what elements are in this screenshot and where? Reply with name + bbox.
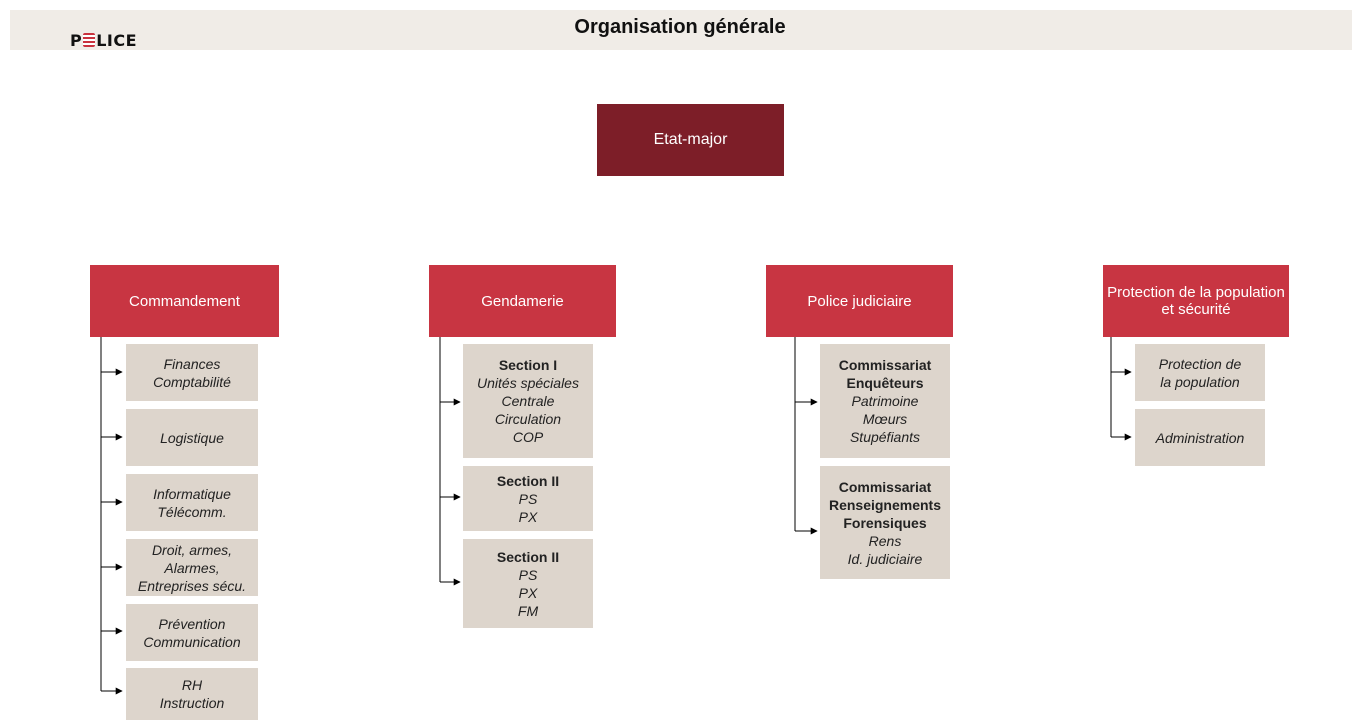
etat-major-box: Etat-major (597, 104, 784, 176)
unit-line: PX (518, 584, 538, 601)
unit-line: FM (517, 602, 539, 619)
unit-box: Administration (1135, 409, 1265, 466)
unit-line: Comptabilité (153, 373, 231, 390)
unit-box: RH Instruction (126, 668, 258, 720)
unit-line: Commissariat (838, 357, 932, 373)
page-title: Organisation générale (574, 16, 786, 38)
department-label: Commandement (129, 292, 240, 310)
unit-box: Logistique (126, 409, 258, 466)
department-label: Protection de la population et sécurité (1107, 284, 1285, 318)
unit-line: Instruction (159, 695, 225, 711)
unit-line: Id. judiciaire (847, 550, 923, 567)
commissariat-box: Commissariat Renseignements Forensiques … (820, 466, 950, 579)
unit-line: Centrale (501, 393, 555, 409)
police-logo: P LICE (70, 30, 137, 50)
unit-line: Enquêteurs (846, 375, 924, 391)
header-bar (10, 10, 1352, 50)
unit-line: Section II (496, 472, 560, 489)
unit-line: PX (518, 508, 538, 525)
unit-line: Forensiques (843, 514, 927, 531)
department-label: Gendamerie (481, 292, 564, 310)
department-commandement: Commandement (90, 265, 279, 337)
department-protection-securite: Protection de la population et sécurité (1103, 265, 1289, 337)
unit-box: Finances Comptabilité (126, 344, 258, 401)
unit-line: Finances (163, 355, 221, 372)
unit-line: RH (181, 677, 203, 693)
unit-line: Unités spéciales (477, 375, 579, 391)
unit-line: Rens (868, 532, 902, 549)
unit-line: Patrimoine (851, 393, 919, 409)
unit-line: la population (1160, 373, 1240, 390)
unit-line: PS (518, 566, 538, 583)
unit-line: Section II (496, 548, 560, 565)
logo-letter-p: P (70, 30, 83, 50)
unit-line: Communication (143, 633, 241, 650)
unit-box: Droit, armes, Alarmes, Entreprises sécu. (126, 539, 258, 596)
unit-line: Section I (498, 357, 558, 373)
unit-line: Télécomm. (157, 503, 227, 520)
unit-line: Stupéfiants (849, 429, 921, 445)
unit-line: Renseignements (828, 496, 942, 513)
logo-letters: LICE (96, 30, 138, 50)
unit-line: Administration (1155, 429, 1245, 446)
department-gendamerie: Gendamerie (429, 265, 616, 337)
unit-box: Informatique Télécomm. (126, 474, 258, 531)
unit-line: Alarmes, (164, 559, 220, 576)
logo-o-icon (83, 33, 96, 47)
unit-line: Logistique (160, 429, 224, 446)
unit-line: Prévention (158, 615, 226, 632)
unit-line: Entreprises sécu. (137, 577, 247, 594)
unit-line: Circulation (494, 411, 562, 427)
unit-line: Droit, armes, (151, 541, 233, 558)
department-label: Police judiciaire (807, 292, 912, 310)
unit-line: Protection de (1158, 355, 1242, 372)
unit-line: Mœurs (862, 411, 908, 427)
section-box: Section I Unités spéciales Centrale Circ… (463, 344, 593, 458)
section-box: Section II PS PX FM (463, 539, 593, 628)
section-box: Section II PS PX (463, 466, 593, 531)
unit-line: PS (518, 490, 538, 507)
commissariat-box: Commissariat Enquêteurs Patrimoine Mœurs… (820, 344, 950, 458)
unit-box: Prévention Communication (126, 604, 258, 661)
unit-line: Informatique (153, 485, 231, 502)
department-police-judiciaire: Police judiciaire (766, 265, 953, 337)
etat-major-label: Etat-major (653, 131, 728, 148)
unit-line: Commissariat (838, 478, 932, 495)
unit-line: COP (512, 429, 544, 445)
unit-box: Protection de la population (1135, 344, 1265, 401)
